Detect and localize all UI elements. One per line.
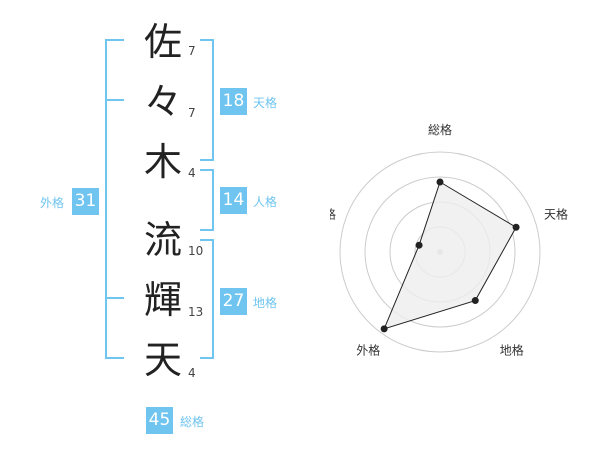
name-char-3: 木: [143, 140, 182, 184]
tenkaku-score: 18: [220, 88, 247, 115]
gaikaku-tick: [106, 99, 124, 299]
radar-ring: [364, 176, 516, 328]
gaikaku-bracket: [105, 39, 124, 359]
tenkaku-bracket: [200, 39, 214, 161]
name-char-4: 流: [143, 218, 182, 262]
tenkaku-label: 天格: [253, 96, 278, 110]
stroke-count-1: 7: [188, 44, 196, 58]
radar-point-4: [380, 325, 388, 333]
radar-axis-label-3: 地格: [500, 343, 524, 358]
name-char-6: 天: [143, 338, 182, 382]
jinkaku-label: 人格: [253, 195, 278, 209]
stroke-count-5: 13: [188, 305, 204, 319]
name-char-1: 佐: [143, 20, 182, 64]
soukaku-score: 45: [146, 407, 173, 434]
chikaku-label: 地格: [253, 296, 278, 310]
jinkaku-score: 14: [220, 187, 247, 214]
radar-point-5: [415, 241, 423, 249]
radar-point-3: [471, 297, 479, 305]
name-char-5: 輝: [143, 278, 182, 322]
radar-axis-label-4: 外格: [356, 343, 380, 358]
chikaku-score: 27: [220, 288, 247, 315]
stroke-count-4: 10: [188, 244, 204, 258]
stroke-count-3: 4: [188, 166, 196, 180]
gaikaku-label: 外格: [40, 196, 65, 210]
radar-point-1: [436, 178, 444, 186]
radar-axis-label-2: 天格: [544, 206, 568, 221]
radar-series-polygon: [383, 181, 517, 330]
radar-axis-label-5: 人格: [330, 206, 336, 221]
stroke-count-6: 4: [188, 366, 196, 380]
gaikaku-score: 31: [72, 188, 99, 215]
soukaku-label: 総格: [180, 415, 205, 429]
radar-ring: [339, 151, 541, 353]
grouping-brackets: [105, 39, 214, 359]
jinkaku-bracket: [200, 169, 214, 231]
radar-point-2: [512, 223, 520, 231]
stroke-count-2: 7: [188, 106, 196, 120]
name-char-2: 々: [143, 80, 182, 124]
radar-axis-label-1: 総格: [428, 122, 452, 137]
chikaku-bracket: [200, 239, 214, 359]
